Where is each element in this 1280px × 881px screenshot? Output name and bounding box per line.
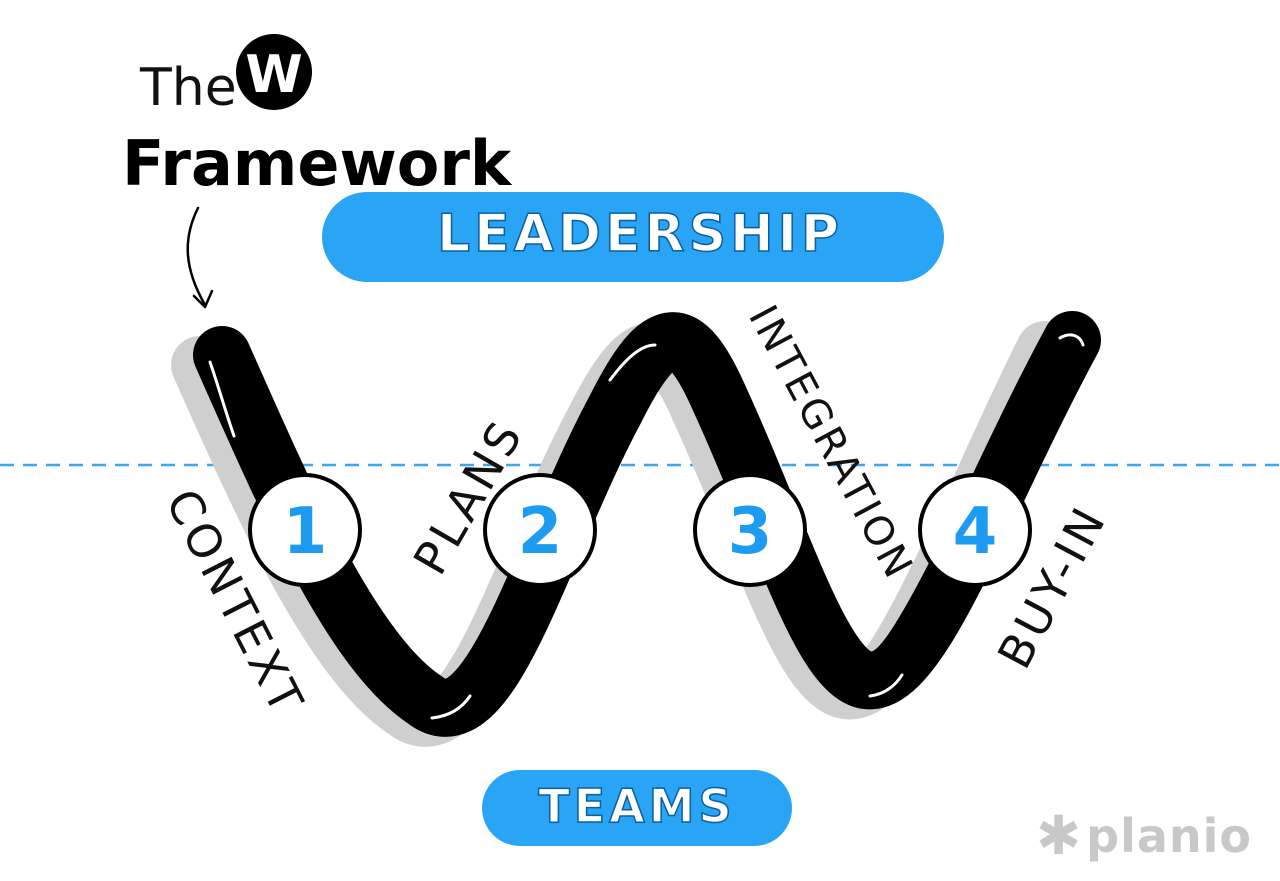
w-highlight	[208, 360, 236, 438]
arrow-icon	[186, 206, 207, 307]
w-path	[193, 311, 1101, 737]
teams-pill: TEAMS	[482, 770, 792, 846]
w-highlight	[868, 673, 904, 698]
title-w-letter: W	[245, 45, 302, 105]
brand-name: planio	[1086, 809, 1252, 863]
title-framework: Framework	[122, 127, 513, 200]
step-4-number: 4	[953, 495, 998, 569]
step-1: 1	[248, 473, 362, 587]
leadership-pill: LEADERSHIP	[322, 192, 944, 282]
step-4: 4	[918, 473, 1032, 587]
asterisk-icon: ✱	[1035, 804, 1083, 867]
title: The W Framework	[122, 34, 513, 309]
step-2-number: 2	[518, 495, 563, 569]
arrow-head-icon	[192, 289, 214, 309]
w-highlight	[1058, 333, 1085, 347]
step-2: 2	[483, 473, 597, 587]
step-3-number: 3	[728, 495, 773, 569]
brand-logo: ✱ planio	[1035, 804, 1252, 867]
w-highlight	[430, 694, 472, 720]
step-1-number: 1	[283, 495, 328, 569]
w-highlight	[608, 343, 657, 382]
step-3: 3	[693, 473, 807, 587]
teams-label: TEAMS	[538, 779, 735, 833]
leadership-label: LEADERSHIP	[437, 204, 843, 264]
title-the: The	[139, 58, 237, 118]
title-w-badge	[236, 34, 312, 110]
